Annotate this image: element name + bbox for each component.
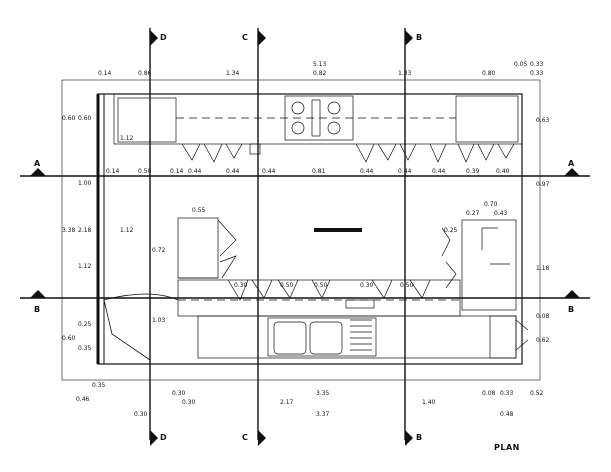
dim-left-8: 0.25	[78, 321, 92, 328]
dim-right-5: 0.27	[466, 210, 480, 217]
dim-left-1: 0.60	[78, 115, 92, 122]
dim-upper-5: 0.44	[262, 168, 276, 175]
dim-upper-1: 0.50	[138, 168, 152, 175]
dim-upper-2: 0.14	[170, 168, 184, 175]
dim-upper-8: 0.44	[398, 168, 412, 175]
dim-right-4: 0.62	[536, 337, 550, 344]
dim-left-7: 1.12	[78, 263, 92, 270]
section-marker-bottom-d: D	[160, 433, 167, 442]
dim-top-0: 0.14	[98, 70, 112, 77]
dim-right-6: 0.43	[494, 210, 508, 217]
section-marker-right-b: B	[568, 305, 574, 314]
section-marker-left-a: A	[34, 159, 41, 168]
plan-title: PLAN	[494, 443, 520, 452]
dim-upper-9: 0.44	[432, 168, 446, 175]
dim-top-6: 0.33	[530, 70, 544, 77]
dim-left-4: 3.38	[62, 227, 76, 234]
dim-upper-11: 0.40	[496, 168, 510, 175]
dim-bottom2-4: 0.52	[530, 390, 544, 397]
dim-right-3: 0.08	[536, 313, 550, 320]
dim-upper-10: 0.39	[466, 168, 480, 175]
dim-right-2: 1.18	[536, 265, 550, 272]
dim-bottom3-1: 3.37	[316, 411, 330, 418]
dim-top-4: 1.33	[398, 70, 412, 77]
dim-top-corner-2: 0.33	[530, 61, 544, 68]
dim-top-3: 0.82	[313, 70, 327, 77]
dim-island-1: 0.72	[152, 247, 166, 254]
dim-island-2: 1.03	[152, 317, 166, 324]
dim-right-8: 0.25	[444, 227, 458, 234]
dim-bottom3-0: 0.30	[134, 411, 148, 418]
dim-upper-6: 0.81	[312, 168, 326, 175]
dim-lower-1: 0.50	[280, 282, 294, 289]
dim-lower-0: 0.30	[234, 282, 248, 289]
dim-bottom3-2: 0.48	[500, 411, 514, 418]
dim-upper-3: 0.44	[188, 168, 202, 175]
dim-left-0: 0.60	[62, 115, 76, 122]
dim-bottom2-3: 1.40	[422, 399, 436, 406]
section-marker-top-b: B	[416, 33, 422, 42]
dim-bottom1-4: 0.33	[500, 390, 514, 397]
dim-right-0: 0.63	[536, 117, 550, 124]
dim-bottom1-0: 0.35	[92, 382, 106, 389]
dim-top-overall: 5.13	[313, 61, 327, 68]
section-marker-top-d: D	[160, 33, 167, 42]
dim-upper-4: 0.44	[226, 168, 240, 175]
dim-bottom2-0: 0.46	[76, 396, 90, 403]
section-marker-right-a: A	[568, 159, 575, 168]
dim-bottom2-2: 2.17	[280, 399, 294, 406]
dim-upper-0: 0.14	[106, 168, 120, 175]
dim-top-corner: 0.05	[514, 61, 528, 68]
dim-lower-4: 0.50	[400, 282, 414, 289]
dim-top-1: 0.86	[138, 70, 152, 77]
dim-bottom2-1: 0.30	[182, 399, 196, 406]
section-marker-left-b: B	[34, 305, 40, 314]
dim-left-2: 1.12	[120, 135, 134, 142]
dim-lower-3: 0.30	[360, 282, 374, 289]
dim-right-1: 0.97	[536, 181, 550, 188]
dim-upper-7: 0.44	[360, 168, 374, 175]
section-marker-bottom-c: C	[242, 433, 248, 442]
dim-bottom1-1: 0.30	[172, 390, 186, 397]
dim-left-5: 2.18	[78, 227, 92, 234]
section-marker-top-c: C	[242, 33, 248, 42]
dim-top-2: 1.34	[226, 70, 240, 77]
dim-right-7: 0.70	[484, 201, 498, 208]
dim-island-0: 0.55	[192, 207, 206, 214]
dim-left-3: 1.00	[78, 180, 92, 187]
dim-bottom1-3: 0.08	[482, 390, 496, 397]
dim-lower-2: 0.50	[314, 282, 328, 289]
dim-left-10: 0.35	[78, 345, 92, 352]
dim-left-6: 1.12	[120, 227, 134, 234]
dim-left-9: 0.60	[62, 335, 76, 342]
dim-top-5: 0.80	[482, 70, 496, 77]
section-marker-bottom-b: B	[416, 433, 422, 442]
dim-bottom1-2: 3.35	[316, 390, 330, 397]
